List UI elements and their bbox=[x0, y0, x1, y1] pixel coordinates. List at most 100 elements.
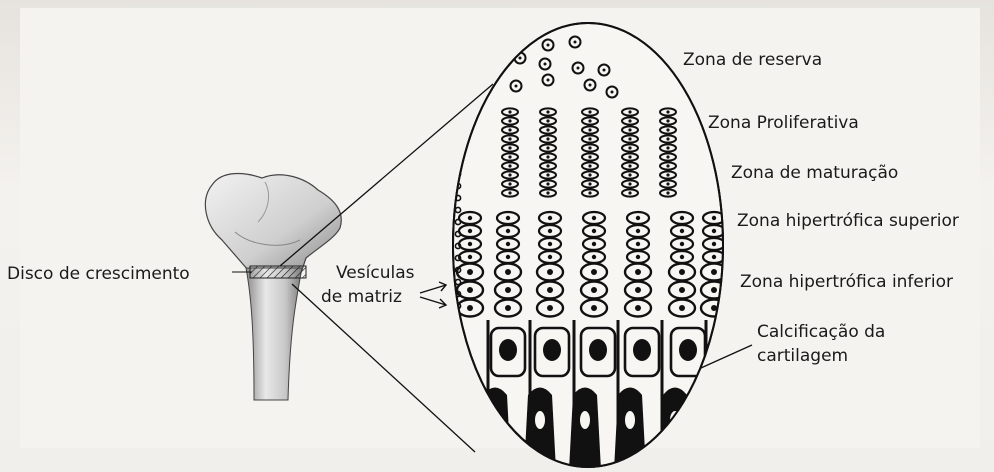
hypertrophic-inf-nucleus bbox=[467, 269, 473, 275]
label-vesiculas-line2: de matriz bbox=[321, 287, 402, 307]
proliferative-cell-nucleus bbox=[546, 191, 549, 194]
hypertrophic-sup-nucleus bbox=[712, 229, 716, 233]
hypertrophic-sup-nucleus bbox=[506, 216, 510, 220]
proliferative-cell-nucleus bbox=[508, 155, 511, 158]
proliferative-cell-nucleus bbox=[588, 119, 591, 122]
label-disco-crescimento: Disco de crescimento bbox=[7, 264, 190, 284]
hypertrophic-sup-nucleus bbox=[680, 255, 684, 259]
hypertrophic-sup-nucleus bbox=[592, 229, 596, 233]
proliferative-cell-nucleus bbox=[546, 155, 549, 158]
proliferative-cell-nucleus bbox=[666, 191, 669, 194]
hypertrophic-sup-nucleus bbox=[592, 242, 596, 246]
reserve-cell-nucleus bbox=[611, 91, 614, 94]
hypertrophic-inf-nucleus bbox=[711, 269, 717, 275]
proliferative-cell-nucleus bbox=[546, 164, 549, 167]
hypertrophic-inf-nucleus bbox=[711, 287, 717, 293]
hypertrophic-sup-nucleus bbox=[468, 216, 472, 220]
calcified-nucleus bbox=[679, 339, 697, 361]
hypertrophic-sup-nucleus bbox=[548, 216, 552, 220]
proliferative-cell-nucleus bbox=[508, 164, 511, 167]
proliferative-cell-nucleus bbox=[588, 137, 591, 140]
proliferative-cell-nucleus bbox=[588, 164, 591, 167]
proliferative-cell-nucleus bbox=[588, 173, 591, 176]
proliferative-cell-nucleus bbox=[588, 182, 591, 185]
hypertrophic-inf-nucleus bbox=[547, 287, 553, 293]
vesiculas-arrows bbox=[420, 282, 446, 308]
spicule-vessel bbox=[535, 411, 545, 429]
calcified-nucleus bbox=[633, 339, 651, 361]
proliferative-cell-nucleus bbox=[546, 128, 549, 131]
proliferative-cell-nucleus bbox=[666, 182, 669, 185]
hypertrophic-inf-nucleus bbox=[679, 305, 685, 311]
hypertrophic-sup-nucleus bbox=[636, 229, 640, 233]
proliferative-cell-nucleus bbox=[628, 191, 631, 194]
proliferative-cell-nucleus bbox=[666, 173, 669, 176]
proliferative-cell-nucleus bbox=[666, 164, 669, 167]
proliferative-cell-nucleus bbox=[508, 191, 511, 194]
hypertrophic-sup-nucleus bbox=[548, 242, 552, 246]
proliferative-cell-nucleus bbox=[666, 146, 669, 149]
hypertrophic-sup-nucleus bbox=[468, 229, 472, 233]
hypertrophic-sup-nucleus bbox=[548, 229, 552, 233]
magnified-oval bbox=[453, 23, 727, 470]
bone-shaft bbox=[246, 268, 302, 400]
calcified-nucleus bbox=[543, 339, 561, 361]
matrix-vesicle bbox=[455, 147, 460, 152]
hypertrophic-sup-nucleus bbox=[468, 255, 472, 259]
proliferative-cell-nucleus bbox=[508, 173, 511, 176]
calcified-nucleus bbox=[499, 339, 517, 361]
hypertrophic-sup-nucleus bbox=[680, 229, 684, 233]
proliferative-cell-nucleus bbox=[666, 128, 669, 131]
hypertrophic-inf-nucleus bbox=[591, 305, 597, 311]
proliferative-cell-nucleus bbox=[508, 137, 511, 140]
proliferative-cell-nucleus bbox=[546, 119, 549, 122]
label-zona-maturacao: Zona de maturação bbox=[731, 163, 898, 183]
proliferative-cell-nucleus bbox=[588, 128, 591, 131]
reserve-cell-nucleus bbox=[519, 57, 522, 60]
hypertrophic-inf-nucleus bbox=[591, 269, 597, 275]
proliferative-cell-nucleus bbox=[628, 110, 631, 113]
hypertrophic-sup-nucleus bbox=[548, 255, 552, 259]
spicule-vessel bbox=[490, 411, 500, 429]
label-zona-hipertrofica-superior: Zona hipertrófica superior bbox=[737, 211, 959, 231]
proliferative-cell-nucleus bbox=[628, 119, 631, 122]
label-vesiculas-line1: Vesículas bbox=[336, 263, 414, 283]
spicule-vessel bbox=[580, 411, 590, 429]
hypertrophic-inf-nucleus bbox=[547, 305, 553, 311]
proliferative-cell-nucleus bbox=[508, 119, 511, 122]
reserve-cell-nucleus bbox=[515, 85, 518, 88]
proliferative-cell-nucleus bbox=[546, 182, 549, 185]
proliferative-cell-nucleus bbox=[628, 146, 631, 149]
spicule-vessel bbox=[625, 411, 635, 429]
proliferative-cell-nucleus bbox=[546, 146, 549, 149]
proliferative-cell-nucleus bbox=[546, 173, 549, 176]
label-zona-reserva: Zona de reserva bbox=[683, 50, 822, 70]
proliferative-cell-nucleus bbox=[588, 155, 591, 158]
proliferative-cell-nucleus bbox=[508, 182, 511, 185]
proliferative-cell-nucleus bbox=[666, 110, 669, 113]
proliferative-cell-nucleus bbox=[666, 119, 669, 122]
label-zona-proliferativa: Zona Proliferativa bbox=[708, 113, 859, 133]
hypertrophic-sup-nucleus bbox=[636, 216, 640, 220]
hypertrophic-inf-nucleus bbox=[505, 269, 511, 275]
hypertrophic-sup-nucleus bbox=[680, 242, 684, 246]
proliferative-cell-nucleus bbox=[628, 128, 631, 131]
hypertrophic-sup-nucleus bbox=[712, 216, 716, 220]
growth-disc-hatch bbox=[250, 266, 306, 278]
hypertrophic-sup-nucleus bbox=[592, 216, 596, 220]
proliferative-cell-nucleus bbox=[628, 137, 631, 140]
hypertrophic-inf-nucleus bbox=[547, 269, 553, 275]
hypertrophic-sup-nucleus bbox=[712, 242, 716, 246]
hypertrophic-inf-nucleus bbox=[635, 269, 641, 275]
proliferative-cell-nucleus bbox=[588, 146, 591, 149]
hypertrophic-sup-nucleus bbox=[468, 242, 472, 246]
reserve-cell-nucleus bbox=[547, 44, 550, 47]
proliferative-cell-nucleus bbox=[508, 128, 511, 131]
proliferative-cell-nucleus bbox=[666, 137, 669, 140]
proliferative-cell-nucleus bbox=[666, 155, 669, 158]
hypertrophic-inf-nucleus bbox=[679, 269, 685, 275]
reserve-cell-nucleus bbox=[574, 41, 577, 44]
hypertrophic-inf-nucleus bbox=[467, 305, 473, 311]
proliferative-cell-nucleus bbox=[628, 155, 631, 158]
